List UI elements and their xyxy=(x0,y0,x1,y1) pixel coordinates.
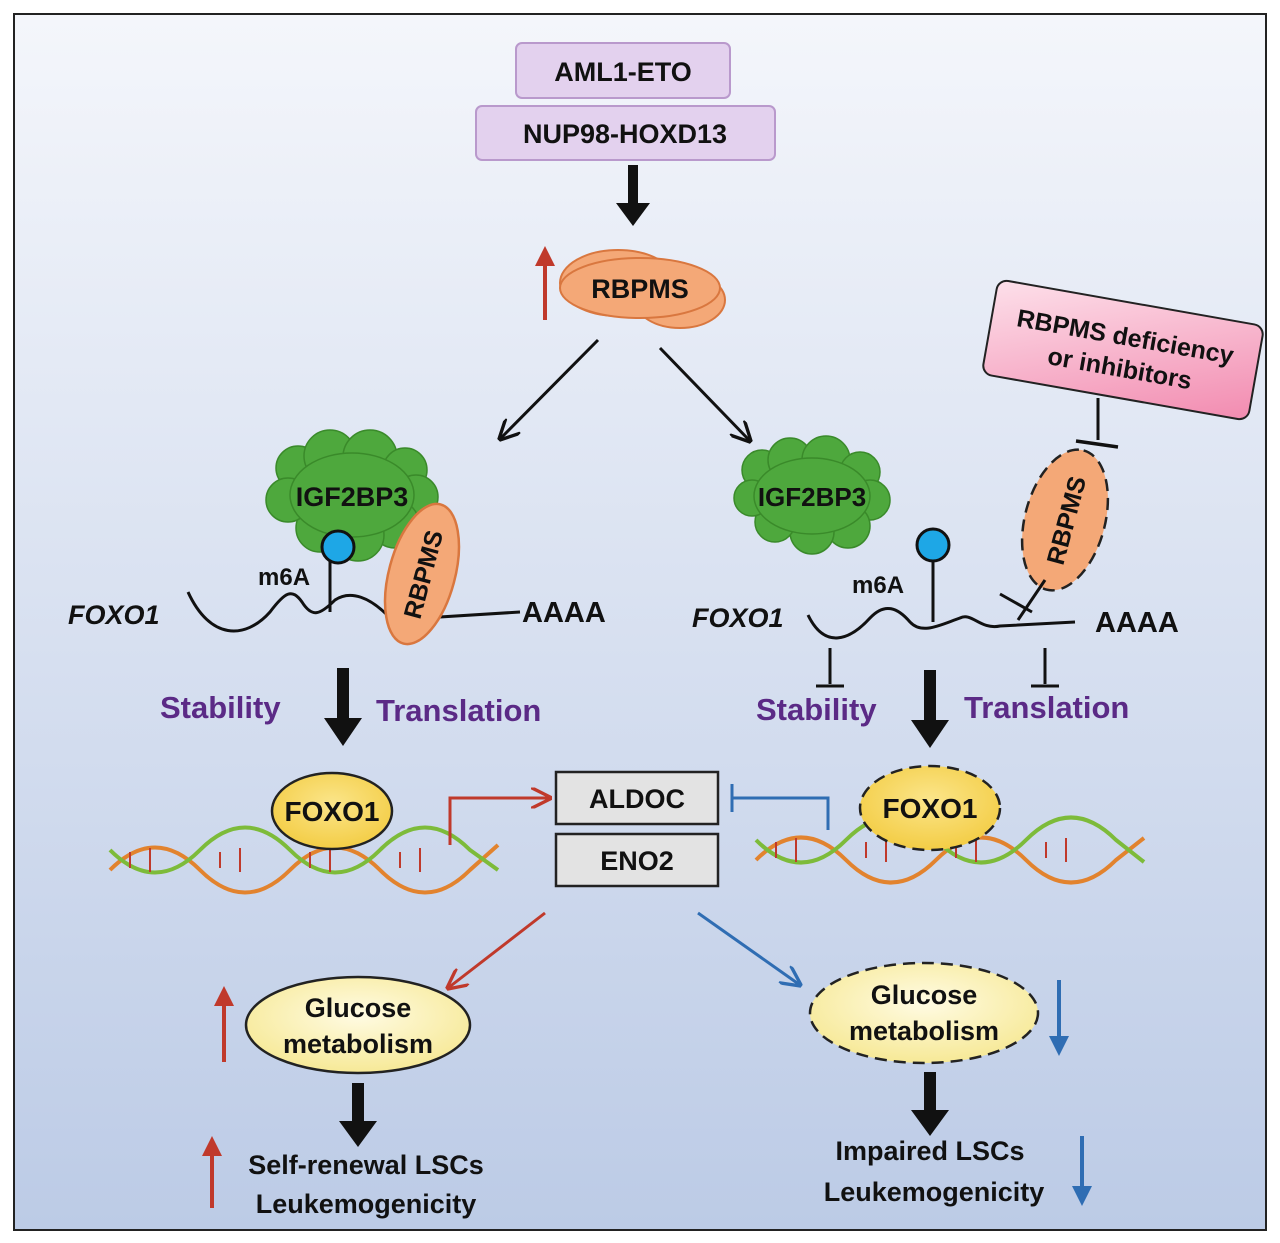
stability-right: Stability xyxy=(756,692,877,727)
activation-arrow-foxo1-targets xyxy=(448,798,550,845)
m6a-marker-right xyxy=(915,527,951,622)
foxo1-gene-right: FOXO1 xyxy=(692,603,784,633)
foxo1-gene-left: FOXO1 xyxy=(68,600,160,630)
igf2bp3-cloud-right xyxy=(733,435,891,555)
igf2bp3-left-label: IGF2BP3 xyxy=(296,482,409,512)
polya-left: AAAA xyxy=(522,597,606,629)
polya-right: AAAA xyxy=(1095,607,1179,639)
arrow-rbpms-to-right xyxy=(658,346,750,441)
aldoc-box: ALDOC xyxy=(554,770,720,826)
glucose-right-line1: Glucose xyxy=(871,980,978,1010)
outcome-left-line2: Leukemogenicity xyxy=(256,1189,477,1219)
igf2bp3-cloud-left xyxy=(265,429,439,562)
eno2-box: ENO2 xyxy=(554,832,720,888)
arrow-glucose-to-outcome-left xyxy=(339,1083,377,1147)
stability-left: Stability xyxy=(160,690,281,725)
foxo1-mrna-left xyxy=(186,591,521,633)
rbpms-inhibited-right: RBPMS xyxy=(1020,448,1110,592)
blocked-binding-x xyxy=(999,579,1047,621)
glucose-metabolism-right: Glucose metabolism xyxy=(808,961,1040,1065)
outcome-right-line2: Leukemogenicity xyxy=(824,1177,1045,1207)
arrow-glucose-to-outcome-right xyxy=(911,1072,949,1136)
arrow-rbpms-to-left xyxy=(500,338,600,439)
aml1-eto-label: AML1-ETO xyxy=(554,57,692,87)
m6a-right-label: m6A xyxy=(852,572,904,599)
repression-foxo1-targets xyxy=(730,784,830,830)
foxo1-protein-right: FOXO1 xyxy=(858,764,1002,852)
diagram-panel xyxy=(13,13,1267,1231)
arrow-left-to-foxo1 xyxy=(324,668,362,746)
rbpms-center-label: RBPMS xyxy=(591,274,689,304)
arrow-targets-to-glucose-right xyxy=(697,911,800,985)
rbpms-bound-left: RBPMS xyxy=(383,502,461,646)
foxo1-protein-left-label: FOXO1 xyxy=(285,796,380,827)
glucose-metabolism-left: Glucose metabolism xyxy=(244,975,472,1075)
foxo1-mrna-right xyxy=(806,607,1076,640)
arrow-right-to-foxo1 xyxy=(911,670,949,748)
aldoc-label: ALDOC xyxy=(589,784,685,814)
m6a-left-label: m6A xyxy=(258,564,310,591)
foxo1-protein-right-label: FOXO1 xyxy=(883,793,978,824)
igf2bp3-right-label: IGF2BP3 xyxy=(758,482,866,512)
translation-left: Translation xyxy=(376,693,541,728)
foxo1-protein-left: FOXO1 xyxy=(270,771,394,851)
arrow-oncogene-to-rbpms xyxy=(616,165,650,226)
outcome-right-line1: Impaired LSCs xyxy=(835,1136,1024,1166)
nup98-hoxd13-label: NUP98-HOXD13 xyxy=(523,119,727,149)
glucose-right-line2: metabolism xyxy=(849,1016,999,1046)
m6a-marker-left xyxy=(320,529,356,612)
glucose-left-line1: Glucose xyxy=(305,993,412,1023)
inhibit-translation-right xyxy=(1031,648,1059,688)
eno2-label: ENO2 xyxy=(600,846,674,876)
dna-helix-left xyxy=(108,825,500,895)
translation-right: Translation xyxy=(964,690,1129,725)
arrow-targets-to-glucose-left xyxy=(448,911,546,988)
inhibit-bar-rbpms xyxy=(1075,398,1119,449)
inhibitor-box: RBPMS deficiency or inhibitors xyxy=(982,279,1264,421)
glucose-left-line2: metabolism xyxy=(283,1029,433,1059)
outcome-left-line1: Self-renewal LSCs xyxy=(248,1150,484,1180)
inhibit-stability-right xyxy=(816,648,844,688)
oncogene-box-aml1-eto: AML1-ETO xyxy=(515,42,731,99)
rbpms-complex-center: RBPMS xyxy=(559,249,726,329)
oncogene-box-nup98-hoxd13: NUP98-HOXD13 xyxy=(475,105,776,161)
